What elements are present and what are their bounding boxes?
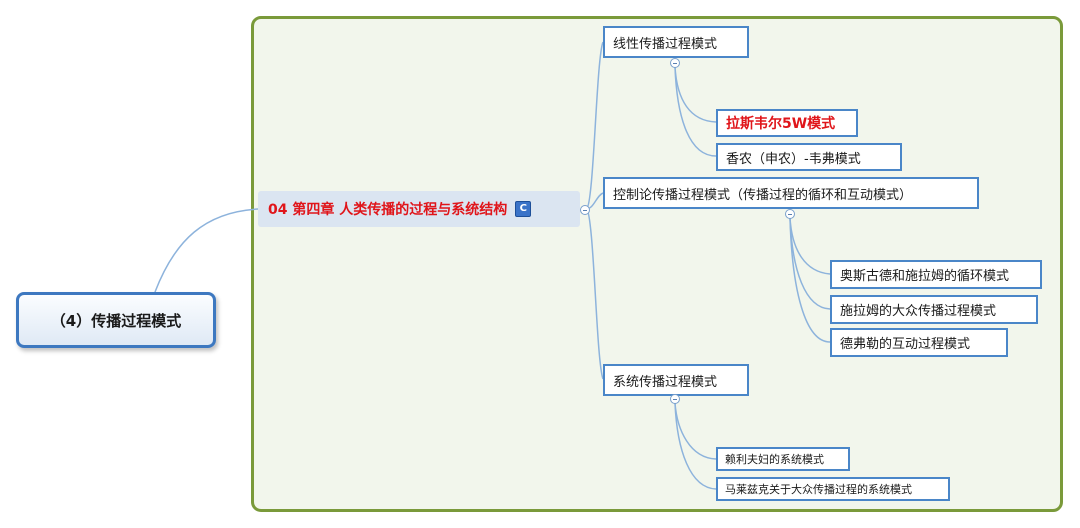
main-topic[interactable]: 04 第四章 人类传播的过程与系统结构 C (258, 191, 580, 227)
branch-linear-model[interactable]: 线性传播过程模式 (603, 26, 749, 58)
node-label: 德弗勒的互动过程模式 (840, 337, 971, 352)
connector-b3-c2 (674, 402, 717, 490)
node-schramm-mass[interactable]: 施拉姆的大众传播过程模式 (830, 295, 1038, 324)
node-label: 马莱兹克关于大众传播过程的系统模式 (725, 483, 912, 496)
node-label: 香农（申农）-韦弗模式 (726, 151, 861, 167)
connector-b1-c2 (674, 66, 717, 157)
node-label: 赖利夫妇的系统模式 (725, 453, 824, 466)
node-label: 拉斯韦尔5W模式 (726, 116, 836, 132)
node-riley[interactable]: 赖利夫妇的系统模式 (716, 447, 850, 471)
connector-main-branch-1 (585, 41, 604, 210)
collapse-toggle-branch-1[interactable] (670, 58, 680, 68)
branch-system-model[interactable]: 系统传播过程模式 (603, 364, 749, 396)
node-shannon-weaver[interactable]: 香农（申农）-韦弗模式 (716, 143, 902, 171)
branch-label: 系统传播过程模式 (613, 374, 718, 390)
connector-root-main (154, 208, 259, 293)
connector-b3-c1 (674, 402, 717, 460)
branch-label: 线性传播过程模式 (613, 36, 718, 52)
collapse-toggle-branch-3[interactable] (670, 394, 680, 404)
connector-b2-c2 (789, 217, 831, 310)
branch-label: 控制论传播过程模式（传播过程的循环和互动模式） (613, 187, 913, 203)
node-defleur[interactable]: 德弗勒的互动过程模式 (830, 328, 1008, 357)
collapse-toggle-branch-2[interactable] (785, 209, 795, 219)
collapse-toggle-main[interactable] (580, 205, 590, 215)
node-maletzke[interactable]: 马莱兹克关于大众传播过程的系统模式 (716, 477, 950, 501)
node-osgood-schramm[interactable]: 奥斯古德和施拉姆的循环模式 (830, 260, 1042, 289)
chapter-badge-icon[interactable]: C (515, 201, 532, 217)
node-label: 奥斯古德和施拉姆的循环模式 (840, 269, 1010, 284)
root-topic-label: （4）传播过程模式 (50, 311, 182, 330)
connector-b2-c3 (789, 217, 831, 343)
main-topic-label: 04 第四章 人类传播的过程与系统结构 (268, 202, 508, 218)
root-topic[interactable]: （4）传播过程模式 (16, 292, 216, 348)
node-lasswell-5w[interactable]: 拉斯韦尔5W模式 (716, 109, 858, 137)
branch-cybernetic-model[interactable]: 控制论传播过程模式（传播过程的循环和互动模式） (603, 177, 979, 209)
node-label: 施拉姆的大众传播过程模式 (840, 304, 997, 319)
connector-main-branch-3 (585, 208, 604, 380)
